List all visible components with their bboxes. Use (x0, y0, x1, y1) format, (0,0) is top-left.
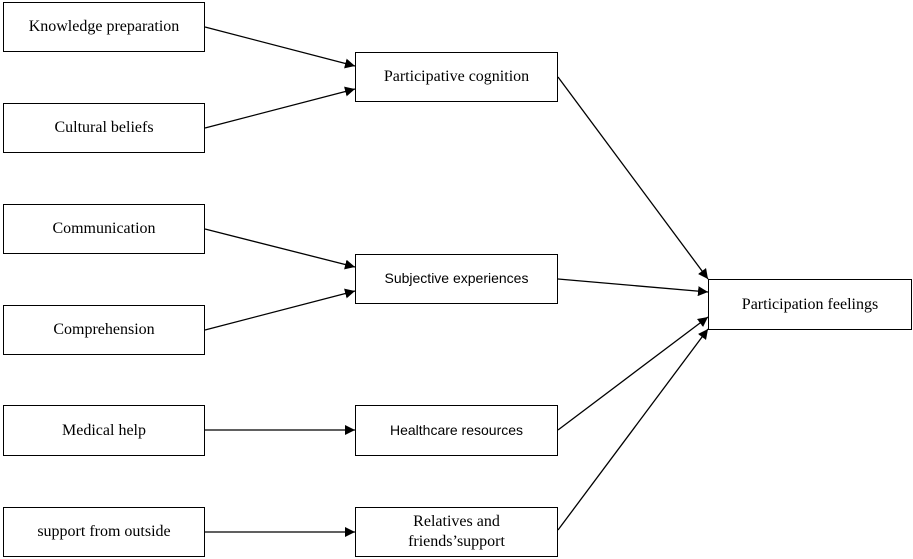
node-label: Knowledge preparation (28, 18, 180, 35)
node-label: Cultural beliefs (54, 119, 154, 136)
node-relatives-and-friends-support: Relatives and friends’support (355, 507, 558, 557)
edge-cultural-to-cognition (204, 86, 356, 129)
node-medical-help: Medical help (3, 405, 205, 456)
edge-communication-to-subjective (204, 228, 356, 270)
edge-cognition-to-feelings (557, 76, 709, 280)
edge-relatives-to-feelings (557, 328, 709, 531)
edge-knowledge-to-cognition (204, 26, 356, 69)
node-label: Subjective experiences (384, 270, 529, 287)
node-healthcare-resources: Healthcare resources (355, 405, 558, 456)
edge-comprehension-to-subjective (204, 288, 356, 331)
edge-healthcare-to-feelings (557, 316, 709, 431)
node-support-from-outside: support from outside (3, 507, 205, 557)
node-label: Healthcare resources (389, 421, 524, 438)
node-label: Participative cognition (383, 68, 530, 85)
node-label: Comprehension (53, 321, 155, 338)
node-comprehension: Comprehension (3, 305, 205, 355)
node-label: support from outside (37, 523, 171, 540)
node-label: Medical help (62, 421, 146, 439)
edge-subjective-to-feelings (557, 278, 709, 297)
node-subjective-experiences: Subjective experiences (355, 254, 558, 304)
node-label-line-2: friends’support (408, 533, 505, 550)
node-label: Communication (52, 220, 156, 237)
node-label-line-1: Relatives and (413, 513, 500, 530)
node-label: Participation feelings (741, 295, 879, 313)
node-participative-cognition: Participative cognition (355, 52, 558, 102)
node-knowledge-preparation: Knowledge preparation (3, 2, 205, 52)
node-cultural-beliefs: Cultural beliefs (3, 103, 205, 153)
node-communication: Communication (3, 204, 205, 254)
node-participation-feelings: Participation feelings (708, 279, 912, 330)
